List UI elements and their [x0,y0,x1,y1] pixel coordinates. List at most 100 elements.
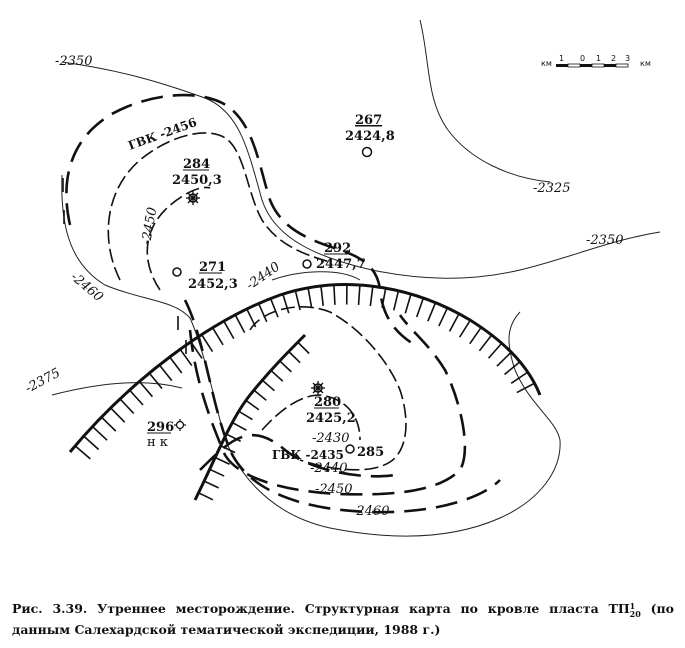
contour-label-2440-top: -2440 [244,259,283,293]
fault-hachure [198,492,214,501]
well-280-symbol [311,381,325,395]
well-267-depth: 2424,8 [345,129,395,144]
contour-2325 [419,19,551,183]
contour-2350-outer [61,61,661,279]
fault-hachure [427,302,437,322]
contour-label-2430: -2430 [312,431,349,446]
fault-main [68,283,542,453]
contour-2450-north [107,132,331,281]
well-285-symbol [345,444,355,454]
well-271-symbol [172,267,182,277]
well-267-symbol [361,146,373,158]
well-284-id: 284 [183,157,210,172]
fault-hachure [200,334,214,352]
well-296: 296 н к [147,419,186,450]
fault-hachure [238,410,253,421]
fault-hachure [100,416,117,432]
fault-hachure [245,399,260,411]
well-296-symbol [174,419,186,431]
well-271-depth: 2452,3 [188,277,238,292]
fault-hachure [438,307,449,327]
contour-label-2450-left: -2450 [139,206,160,246]
fault-hachure [458,319,471,338]
contour-2460-south [183,299,501,514]
fault-hachure [478,334,493,352]
fault-hachure [392,290,400,311]
gvk-north-label: ГВК -2456 [126,115,198,153]
fault-hachure [148,372,163,390]
fault-hachure [214,456,230,465]
fault-hachure [261,379,275,392]
contour-2440-south [249,306,407,471]
caption-prefix: Рис. 3.39. Утреннее месторождение. Струк… [12,601,599,616]
fault-hachure [510,371,529,384]
fault-hachure [496,351,512,367]
fault-hachure [270,369,284,382]
contour-inner-thin [271,271,361,281]
well-280-id: 280 [314,395,341,410]
well-267: 267 2424,8 [345,113,395,158]
fault-hachure [158,364,173,382]
fault-hachure [74,445,91,460]
fault-hachure [246,308,257,328]
fault-hachure [487,342,503,359]
contour-label-2325: -2325 [533,181,570,196]
fault-secondary-hachures [198,341,310,501]
scale-tick-1: 0 [580,54,585,63]
fault-hachure [269,298,279,318]
contour-label-2460-left: -2460 [67,270,105,306]
fault-hachure [357,284,361,306]
contour-2375 [51,382,183,396]
fault-hachure [234,314,246,334]
fault-hachure [129,389,144,406]
well-280: 280 2425,2 [306,381,356,426]
well-271: 271 2452,3 [172,260,238,292]
fault-hachure [190,341,203,359]
scale-bar: км 1 0 1 2 3 км [541,54,651,68]
well-292-id: 292 [324,241,351,256]
well-292-depth: 2447,7 [316,257,366,272]
fault-hachure [469,326,482,345]
well-292-symbol [302,259,312,269]
contour-label-2350-right: -2350 [586,233,623,248]
fault-hachure [288,350,301,364]
well-284-depth: 2450,3 [172,173,222,188]
scale-tick-3: 2 [611,54,616,63]
figure-caption: Рис. 3.39. Утреннее месторождение. Струк… [12,598,674,640]
fault-hachure [223,320,235,339]
fault-hachure [231,421,247,431]
fault-hachure [516,382,535,394]
fault-hachure [294,290,301,311]
fault-hachure [320,285,325,306]
fault-hachure [169,356,183,374]
contour-label-2375: -2375 [23,366,63,397]
scale-tick-4: 3 [625,54,630,63]
caption-suffix: (по данным Салехардской тематической экс… [12,601,675,637]
fault-hachure [212,327,224,346]
fault-hachure [504,361,521,376]
fault-hachure [209,468,225,477]
well-267-id: 267 [355,113,382,128]
fault-secondary [193,333,307,501]
structure-map: -2350 -2350 -2325 -2375 -2460 -2460 -245… [23,19,661,537]
well-280-depth: 2425,2 [306,411,356,426]
fault-hachure [179,348,193,367]
scale-tick-2: 1 [596,54,601,63]
contour-2450-inner [146,186,211,291]
contour-label-2450-bottom: -2450 [315,482,352,497]
scale-unit-right: км [640,59,651,68]
fault-hachure [119,398,135,415]
fault-hachure [279,360,292,373]
well-271-id: 271 [199,260,226,275]
well-285: 285 [345,444,384,460]
well-284: 284 2450,3 [172,157,222,205]
contour-2430 [261,394,361,441]
fault-hachure [83,435,100,451]
contour-2450-south [188,314,467,496]
fault-hachure [110,407,126,423]
fault-hachure [404,293,412,314]
fault-hachure [369,286,374,307]
scale-unit-left: км [541,59,552,68]
fault-hachure [220,445,236,454]
